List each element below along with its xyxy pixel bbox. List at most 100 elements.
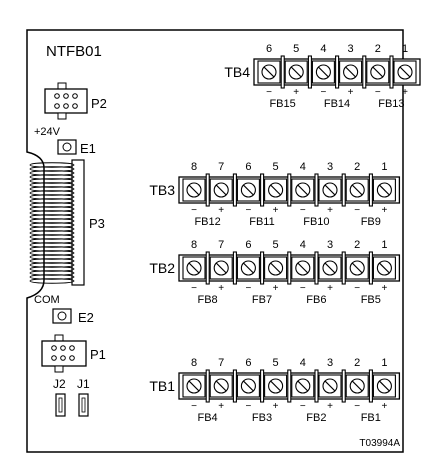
- screw-slot: [188, 184, 200, 196]
- screw-slot: [290, 66, 302, 78]
- terminal-number: 4: [300, 239, 306, 251]
- polarity-mark: −: [320, 87, 326, 98]
- fuse-label: FB6: [306, 294, 326, 306]
- p1-connector: [41, 334, 87, 373]
- terminal-number: 7: [218, 357, 224, 369]
- terminal-block-label: TB3: [149, 182, 175, 198]
- fuse-label: FB11: [249, 216, 274, 228]
- polarity-mark: −: [245, 401, 251, 412]
- terminal-number: 1: [381, 357, 387, 369]
- screw-slot: [270, 184, 282, 196]
- polarity-mark: −: [266, 87, 272, 98]
- terminal-block-label: TB2: [149, 260, 175, 276]
- screw-icon: [322, 378, 338, 394]
- screw-icon: [295, 378, 311, 394]
- board-title: NTFB01: [46, 43, 102, 60]
- terminal-separator: [287, 173, 292, 207]
- board-outline: [26, 29, 404, 453]
- screw-icon: [240, 260, 256, 276]
- terminal-number: 2: [375, 43, 381, 55]
- screw-slot: [297, 184, 309, 196]
- polarity-mark: −: [191, 401, 197, 412]
- fuse-label: FB8: [198, 294, 218, 306]
- screw-slot: [215, 262, 227, 274]
- fuse-label: FB5: [361, 294, 381, 306]
- j2-jumper: [55, 393, 66, 417]
- screw-icon: [213, 260, 229, 276]
- terminal-separator: [232, 251, 237, 285]
- e2-terminal: [52, 308, 72, 324]
- screw-icon: [315, 64, 331, 80]
- terminal-separator: [341, 173, 346, 207]
- screw-icon: [213, 378, 229, 394]
- polarity-mark: −: [191, 283, 197, 294]
- terminal-separator: [368, 369, 373, 403]
- screw-icon: [213, 182, 229, 198]
- terminal-separator: [314, 369, 319, 403]
- screw-slot: [351, 262, 363, 274]
- screw-icon: [322, 182, 338, 198]
- terminal-separator: [232, 173, 237, 207]
- polarity-mark: +: [293, 87, 299, 98]
- fuse-label: FB1: [361, 412, 381, 424]
- terminal-number: 2: [354, 357, 360, 369]
- screw-icon: [268, 260, 284, 276]
- screw-icon: [288, 64, 304, 80]
- j1-label: J1: [77, 377, 90, 391]
- polarity-mark: +: [381, 401, 387, 412]
- terminal-number: 6: [266, 43, 272, 55]
- polarity-mark: +: [381, 283, 387, 294]
- plus-24v-label: +24V: [34, 126, 61, 138]
- screw-slot: [242, 262, 254, 274]
- terminal-number: 8: [191, 161, 197, 173]
- terminal-separator: [280, 55, 285, 89]
- p3-cable: [29, 159, 85, 286]
- screw-icon: [343, 64, 359, 80]
- terminal-separator: [335, 55, 340, 89]
- screw-slot: [270, 380, 282, 392]
- terminal-separator: [314, 251, 319, 285]
- polarity-mark: −: [245, 283, 251, 294]
- terminal-separator: [287, 251, 292, 285]
- screw-slot: [242, 184, 254, 196]
- polarity-mark: +: [273, 283, 279, 294]
- screw-icon: [186, 182, 202, 198]
- screw-icon: [397, 64, 413, 80]
- screw-slot: [242, 380, 254, 392]
- fuse-label: FB4: [198, 412, 218, 424]
- terminal-separator: [260, 369, 265, 403]
- terminal-number: 4: [300, 161, 306, 173]
- polarity-mark: −: [354, 283, 360, 294]
- polarity-mark: +: [381, 205, 387, 216]
- terminal-number: 3: [348, 43, 354, 55]
- p2-label: P2: [91, 96, 107, 111]
- terminal-separator: [205, 173, 210, 207]
- screw-slot: [345, 66, 357, 78]
- terminal-separator: [362, 55, 367, 89]
- terminal-separator: [341, 369, 346, 403]
- terminal-number: 6: [245, 357, 251, 369]
- fuse-label: FB14: [324, 98, 350, 110]
- screw-slot: [372, 66, 384, 78]
- screw-icon: [186, 260, 202, 276]
- p1-label: P1: [90, 347, 106, 362]
- screw-slot: [324, 380, 336, 392]
- screw-slot: [215, 380, 227, 392]
- screw-slot: [317, 66, 329, 78]
- e1-terminal: [57, 139, 77, 155]
- screw-slot: [215, 184, 227, 196]
- screw-icon: [268, 182, 284, 198]
- polarity-mark: +: [327, 401, 333, 412]
- screw-slot: [188, 262, 200, 274]
- screw-icon: [349, 182, 365, 198]
- j2-label: J2: [53, 377, 66, 391]
- figure-id: T03994A: [359, 438, 400, 449]
- screw-icon: [240, 182, 256, 198]
- fuse-label: FB7: [252, 294, 272, 306]
- screw-slot: [263, 66, 275, 78]
- terminal-separator: [287, 369, 292, 403]
- polarity-mark: +: [402, 87, 408, 98]
- terminal-number: 4: [320, 43, 326, 55]
